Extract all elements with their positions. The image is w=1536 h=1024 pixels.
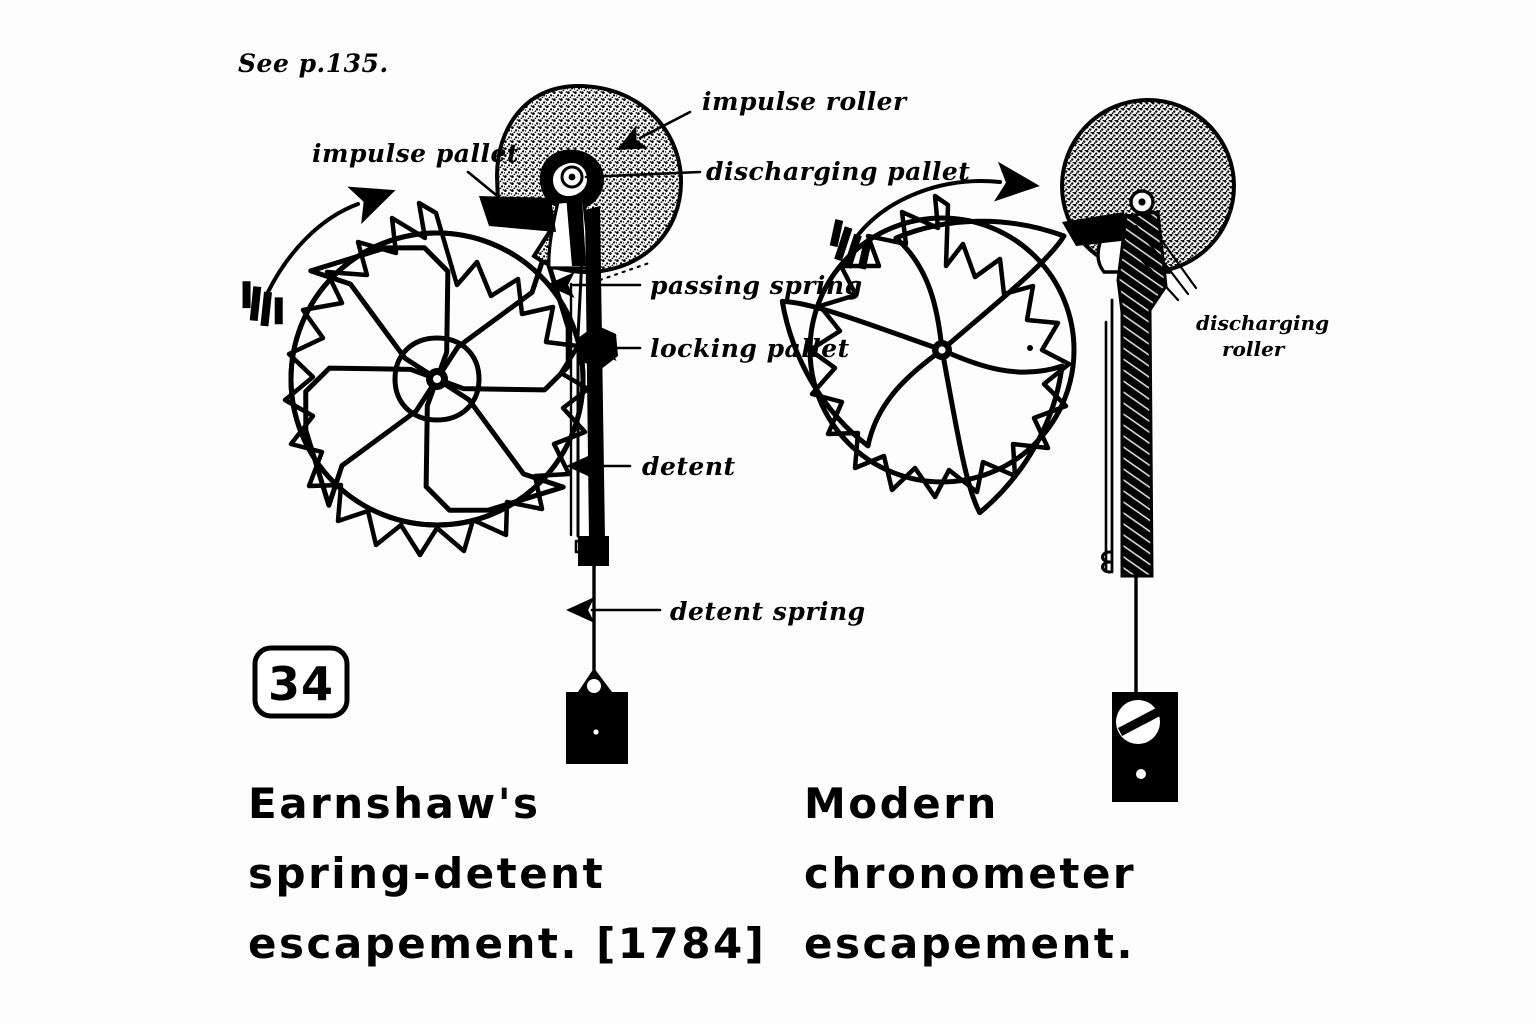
right-impulse-pallet: [1062, 212, 1130, 246]
right-leader-lines: [1120, 224, 1198, 302]
right-rotation-arrow: [829, 161, 1040, 270]
right-caption-line-1: Modern: [804, 779, 999, 828]
left-caption-line-1: Earnshaw's: [248, 779, 541, 828]
label-impulse-pallet: impulse pallet: [312, 139, 519, 168]
right-detent-blade: [1116, 210, 1168, 578]
label-detent: detent: [642, 452, 736, 481]
right-escape-wheel: [779, 193, 1077, 516]
label-passing-spring: passing spring: [650, 271, 863, 300]
label-discharging-pallet: discharging pallet: [706, 157, 970, 186]
label-detent-spring: detent spring: [670, 597, 866, 626]
left-caption-line-2: spring-detent: [248, 849, 605, 898]
impulse-pallet-shape: [479, 196, 556, 232]
right-caption-line-3: escapement.: [804, 919, 1135, 968]
figure-number-badge: 34: [252, 645, 350, 719]
left-wheel-hub: [392, 335, 482, 423]
left-rotation-arrow: [242, 186, 396, 327]
detent-spring-stud: [566, 668, 628, 764]
label-locking-pallet: locking pallet: [650, 334, 850, 363]
label-impulse-roller: impulse roller: [702, 87, 908, 116]
figure-number-text: 34: [268, 657, 334, 711]
right-wheel-spokes: [779, 218, 1067, 516]
left-wheel-spokes: [303, 245, 571, 513]
left-caption-line-3: escapement. [1784]: [248, 919, 766, 968]
left-escapement-drawing: [242, 83, 702, 764]
right-wheel-rim: [807, 215, 1077, 485]
left-escape-wheel: [282, 200, 591, 558]
left-leader-lines: [466, 110, 702, 623]
right-caption-line-2: chronometer: [804, 849, 1136, 898]
detent-assembly: [566, 206, 628, 764]
right-escapement-drawing: [779, 98, 1236, 802]
right-detent-assembly: [1101, 210, 1178, 802]
label-discharging-roller-line2: roller: [1222, 337, 1286, 361]
detent-foot-clamp: [578, 536, 609, 566]
label-discharging-roller-line1: discharging: [1196, 311, 1329, 335]
reference-note: See p.135.: [238, 49, 389, 78]
